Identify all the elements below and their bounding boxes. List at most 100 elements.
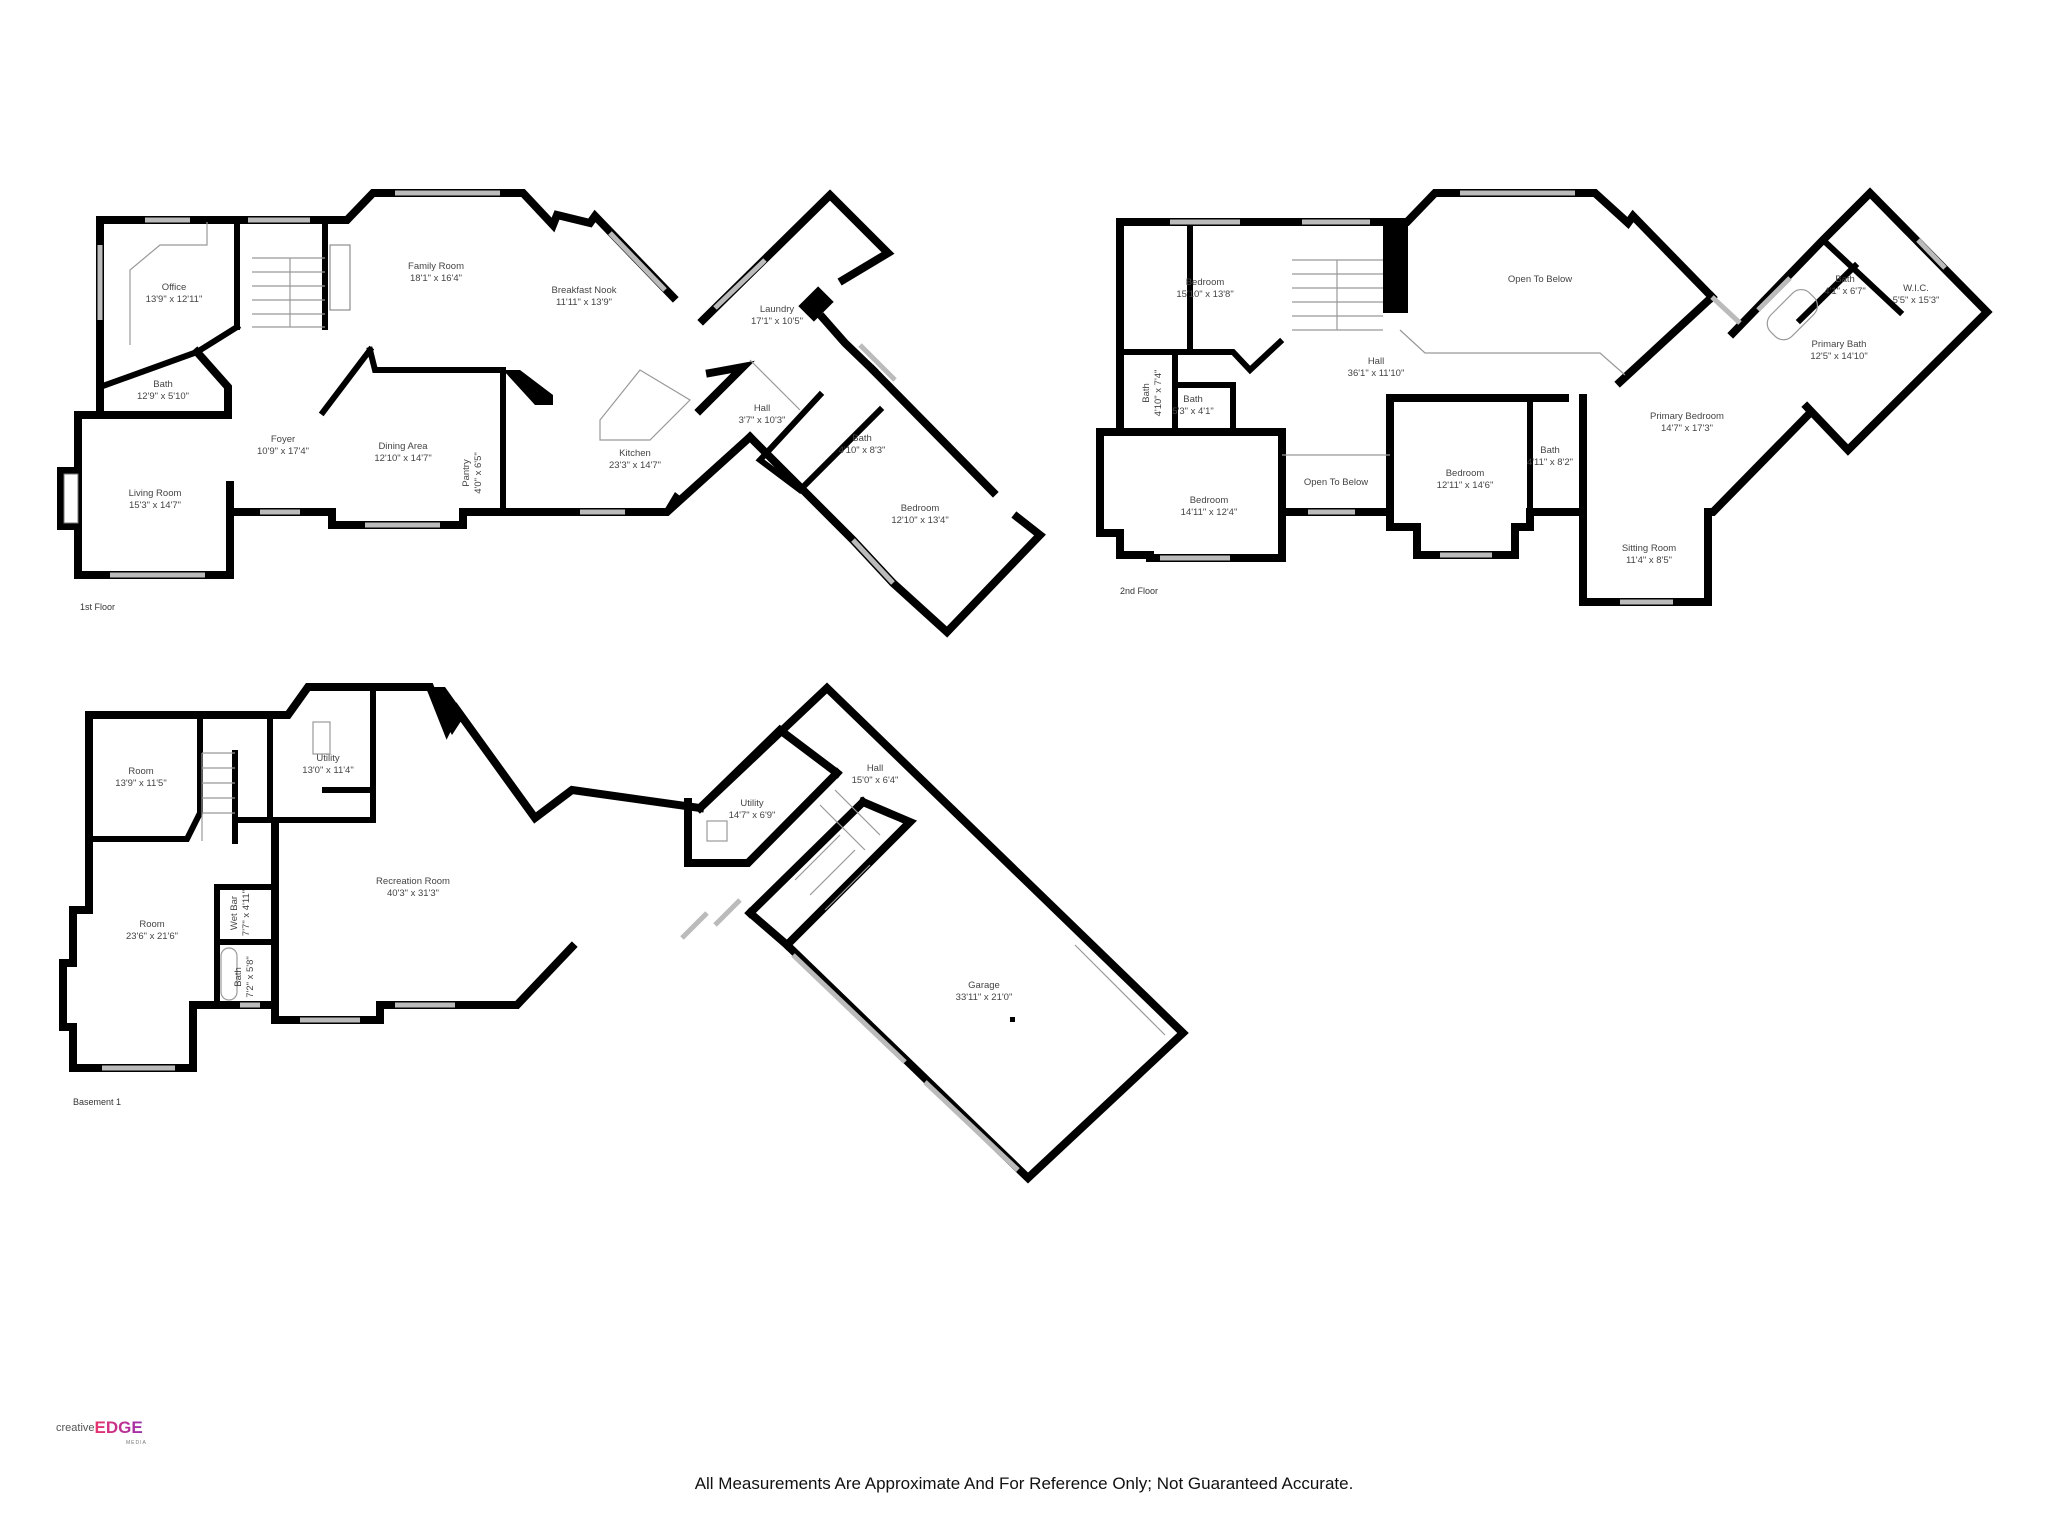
room-name: Bedroom <box>1190 495 1229 506</box>
room-name: Garage <box>968 980 1000 991</box>
room-dimensions: 13'9" x 12'11" <box>146 294 203 305</box>
room-name: Hall <box>754 403 770 414</box>
room-name: Recreation Room <box>376 876 450 887</box>
room-name: Family Room <box>408 261 464 272</box>
logo-word-media: MEDIA <box>126 1440 147 1446</box>
room-name: Bath <box>1835 274 1855 285</box>
room-dimensions: 14'11" x 12'4" <box>1181 507 1238 518</box>
room-dimensions: 12'10" x 13'4" <box>891 515 948 526</box>
room-name: Open To Below <box>1304 477 1368 488</box>
room-dimensions: 5'3" x 4'1" <box>1172 406 1214 417</box>
disclaimer-text: All Measurements Are Approximate And For… <box>694 1474 1354 1493</box>
room-dimensions: 13'0" x 11'4" <box>302 765 353 776</box>
room-label: Open To Below <box>1304 477 1368 488</box>
room-name: Foyer <box>271 434 295 445</box>
room-name: Bath <box>1183 394 1203 405</box>
room-name: W.I.C. <box>1903 283 1929 294</box>
room-name: Hall <box>1368 356 1384 367</box>
room-dimensions: 12'9" x 5'10" <box>137 391 189 402</box>
room-name: Wet Bar <box>229 896 240 930</box>
room-dimensions: 14'7" x 6'9" <box>729 810 776 821</box>
room-dimensions: 12'11" x 14'6" <box>1437 480 1494 491</box>
room-name: Office <box>162 282 187 293</box>
room-dimensions: 10'9" x 17'4" <box>257 446 309 457</box>
room-label: Open To Below <box>1508 274 1572 285</box>
room-name: Bedroom <box>1446 468 1485 479</box>
room-name: Bath <box>1540 445 1560 456</box>
second-floor-plan <box>1096 187 1993 606</box>
room-name: Breakfast Nook <box>552 285 617 296</box>
first-floor-plan <box>57 189 1046 638</box>
room-dimensions: 15'3" x 14'7" <box>129 500 181 511</box>
room-name: Bath <box>233 967 244 987</box>
company-logo: creativeEDGE MEDIA <box>56 1418 146 1448</box>
logo-word-edge: EDGE <box>94 1418 143 1437</box>
room-name: Hall <box>867 763 883 774</box>
room-dimensions: 17'1" x 10'5" <box>751 316 803 327</box>
room-dimensions: 11'4" x 8'5" <box>1626 555 1672 566</box>
room-name: Bath <box>1141 383 1152 403</box>
room-dimensions: 12'5" x 14'10" <box>1810 351 1867 362</box>
room-dimensions: 4'0" x 6'5" <box>473 452 484 494</box>
room-dimensions: 36'1" x 11'10" <box>1348 368 1405 379</box>
room-name: Laundry <box>760 304 795 315</box>
room-name: Pantry <box>461 459 472 487</box>
room-name: Bath <box>153 379 173 390</box>
room-name: Open To Below <box>1508 274 1572 285</box>
room-name: Utility <box>316 753 339 764</box>
floor-label: 2nd Floor <box>1120 586 1158 596</box>
room-dimensions: 40'3" x 31'3" <box>387 888 439 899</box>
room-dimensions: 18'1" x 16'4" <box>410 273 462 284</box>
room-dimensions: 33'11" x 21'0" <box>956 992 1013 1003</box>
room-name: Primary Bath <box>1812 339 1867 350</box>
room-dimensions: 7'7" x 4'11" <box>241 890 252 936</box>
basement-plan <box>59 682 1189 1184</box>
room-name: Living Room <box>129 488 182 499</box>
room-name: Bedroom <box>1186 277 1225 288</box>
room-dimensions: 14'7" x 17'3" <box>1661 423 1713 434</box>
room-dimensions: 12'10" x 14'7" <box>374 453 431 464</box>
room-dimensions: 4'10" x 8'3" <box>839 445 886 456</box>
room-name: Room <box>139 919 164 930</box>
room-name: Kitchen <box>619 448 651 459</box>
room-dimensions: 13'9" x 11'5" <box>115 778 166 789</box>
room-dimensions: 4'1" x 6'7" <box>1824 286 1866 297</box>
room-dimensions: 11'11" x 13'9" <box>556 297 612 308</box>
room-dimensions: 3'7" x 10'3" <box>739 415 786 426</box>
room-name: Utility <box>740 798 763 809</box>
room-dimensions: 7'2" x 5'8" <box>245 956 256 998</box>
room-dimensions: 4'11" x 8'2" <box>1527 457 1573 468</box>
room-name: Bath <box>852 433 872 444</box>
floor-label: Basement 1 <box>73 1097 121 1107</box>
room-name: Sitting Room <box>1622 543 1676 554</box>
